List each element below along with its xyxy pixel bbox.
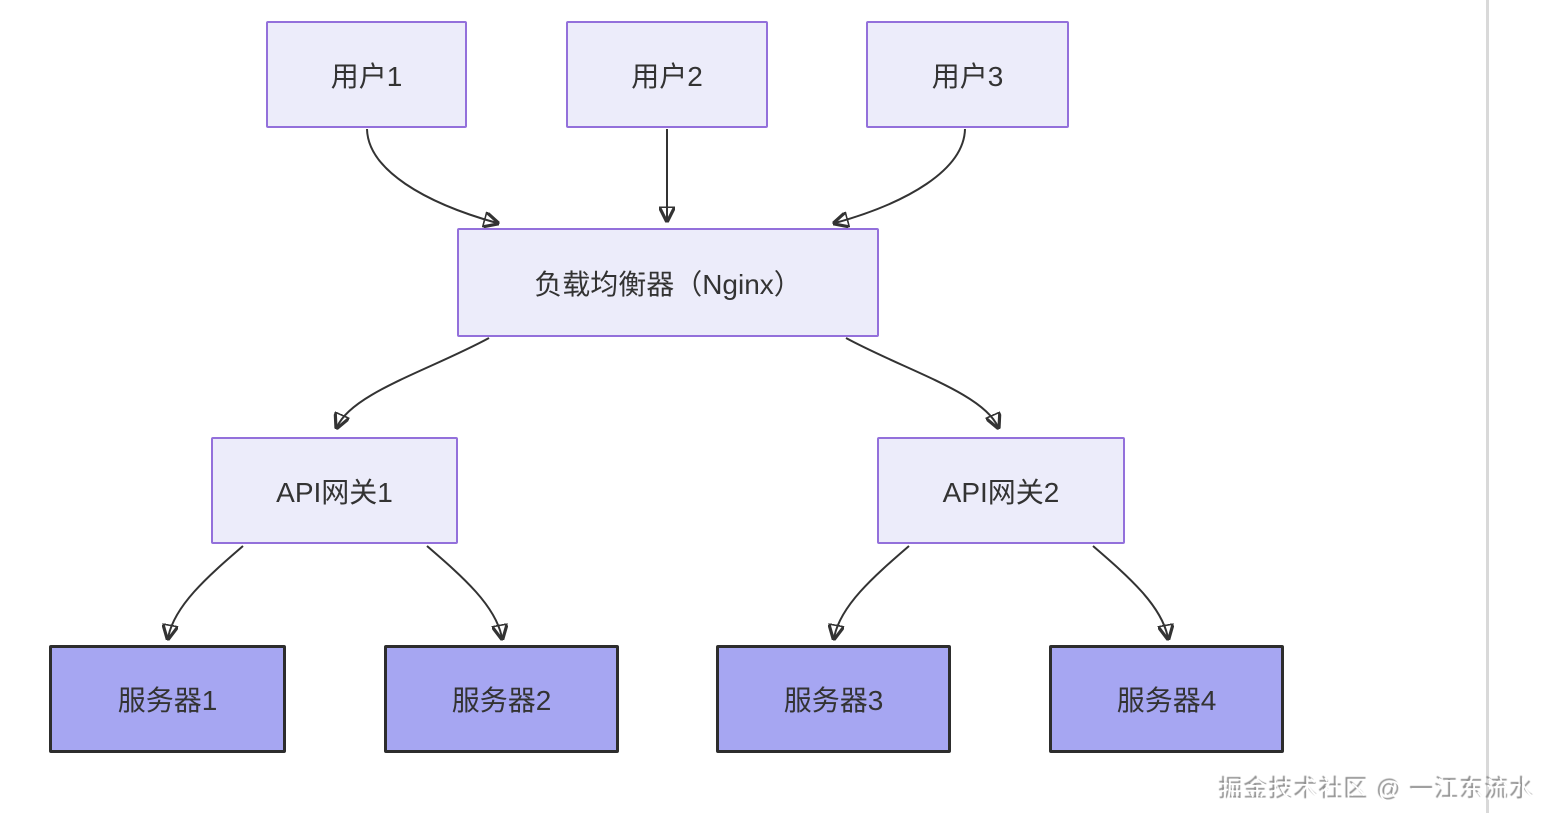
- node-server-1-label: 服务器1: [117, 685, 218, 716]
- node-server-3: 服务器3: [716, 645, 951, 753]
- node-server-1: 服务器1: [49, 645, 286, 753]
- edge-gw2-s4: [1092, 545, 1168, 638]
- node-server-2-label: 服务器2: [451, 685, 552, 716]
- watermark-text: 掘金技术社区 @ 一江东流水: [1220, 777, 1536, 804]
- node-api-gateway-1: API网关1: [211, 437, 458, 544]
- node-user1-label: 用户1: [330, 60, 403, 92]
- node-user2: 用户2: [566, 21, 768, 128]
- node-api-gateway-1-label: API网关1: [276, 476, 393, 508]
- page-divider-line: [1486, 0, 1489, 813]
- node-server-3-label: 服务器3: [783, 685, 884, 716]
- node-load-balancer: 负载均衡器（Nginx）: [457, 228, 879, 337]
- node-api-gateway-2-label: API网关2: [942, 476, 1060, 508]
- node-load-balancer-label: 负载均衡器（Nginx）: [534, 268, 802, 300]
- node-server-4: 服务器4: [1049, 645, 1284, 753]
- edge-gw1-s1: [168, 545, 244, 638]
- edge-user3-lb: [835, 128, 966, 223]
- node-user1: 用户1: [266, 21, 467, 128]
- edge-lb-gw2: [845, 337, 998, 427]
- edge-gw1-s2: [426, 545, 502, 638]
- edge-lb-gw1: [337, 337, 490, 427]
- edge-gw2-s3: [834, 545, 910, 638]
- node-server-2: 服务器2: [384, 645, 619, 753]
- node-api-gateway-2: API网关2: [877, 437, 1125, 544]
- node-user3-label: 用户3: [931, 60, 1004, 92]
- node-user2-label: 用户2: [631, 60, 703, 92]
- node-user3: 用户3: [866, 21, 1069, 128]
- node-server-4-label: 服务器4: [1116, 685, 1217, 716]
- edge-user1-lb: [366, 128, 497, 223]
